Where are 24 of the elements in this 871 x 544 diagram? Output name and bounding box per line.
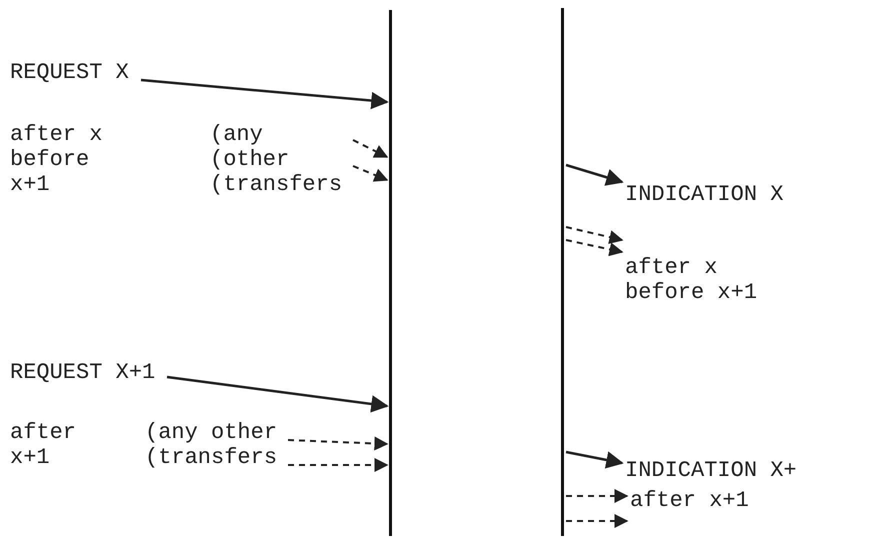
dashed-arrow [288, 458, 388, 472]
message-text: INDICATION X+ [625, 458, 865, 483]
dashed-arrow [566, 239, 624, 256]
message-text: INDICATION X [625, 182, 845, 207]
message-text: (any other (transfers [145, 420, 285, 470]
dashed-arrow [566, 514, 628, 528]
message-text: after x+1 [630, 488, 830, 513]
timing-note: after x+1 [10, 420, 78, 470]
lifeline [561, 8, 564, 536]
message-text: (any (other (transfers [210, 122, 350, 197]
message-text: REQUEST X [10, 60, 138, 85]
dashed-arrow [566, 226, 624, 244]
message-text: after x before x+1 [625, 255, 775, 305]
arrow [140, 78, 389, 110]
arrow [166, 376, 389, 413]
dashed-arrow [352, 139, 388, 158]
arrow [566, 450, 624, 469]
timing-note: after x before x+1 [10, 122, 104, 197]
dashed-arrow [288, 436, 388, 450]
lifeline [389, 10, 392, 536]
message-text: REQUEST X+1 [10, 360, 164, 385]
arrow [566, 164, 624, 186]
dashed-arrow [352, 165, 388, 182]
dashed-arrow [566, 489, 628, 503]
